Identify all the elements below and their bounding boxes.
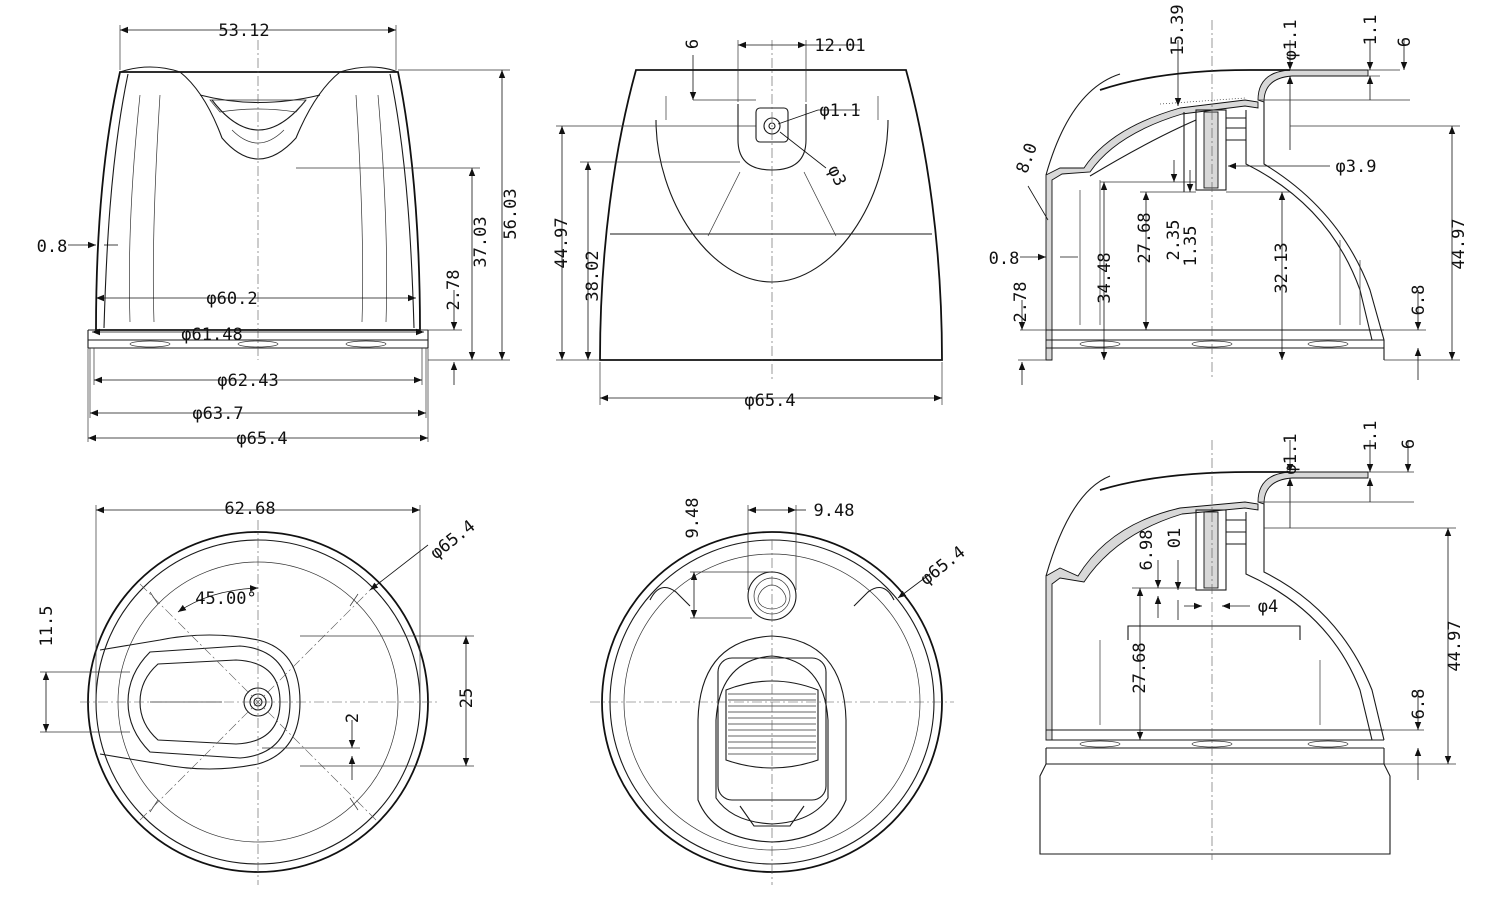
plan-view: 62.68 φ65.4 45.00° 11.5 25 2 — [37, 499, 479, 885]
plan-offset-a: 11.5 — [37, 606, 57, 647]
front-height-base: 2.78 — [444, 270, 464, 311]
plan-angle: 45.00° — [195, 589, 256, 609]
sectop-height-total: 44.97 — [1449, 218, 1469, 269]
front-top-width: 53.12 — [218, 21, 269, 41]
side-slot-offset: 6 — [683, 39, 703, 49]
sectop-height-base: 2.78 — [1011, 282, 1031, 323]
sectop-height-inner: 34.48 — [1095, 252, 1115, 303]
front-dia-outer: φ65.4 — [236, 429, 287, 449]
side-height-slot: 38.02 — [583, 250, 603, 301]
sectop-hole-dia: φ3.9 — [1336, 157, 1377, 177]
plan-offset-b: 25 — [457, 688, 477, 708]
secbot-pin-dia: φ1.1 — [1281, 434, 1301, 475]
sectop-gap-c: 2.35 — [1164, 220, 1184, 261]
plan-offset-c: 2 — [343, 713, 363, 723]
sectop-gap-b: 6 — [1395, 37, 1415, 47]
secbot-height-b: 01 — [1165, 528, 1185, 548]
side-hole-dia: φ3 — [823, 162, 850, 189]
side-dia-outer: φ65.4 — [744, 391, 795, 411]
secbot-height-total: 44.97 — [1445, 620, 1465, 671]
front-dia-base-inner: φ62.43 — [217, 371, 278, 391]
secbot-height-a: 6.98 — [1137, 530, 1157, 571]
front-view: 53.12 0.8 φ60.2 φ61.48 φ62.43 φ63.7 φ65.… — [37, 21, 521, 449]
bottom-view: 9.48 9.48 φ65.4 — [590, 498, 969, 885]
front-height-total: 56.03 — [501, 188, 521, 239]
front-dia-inner: φ60.2 — [206, 289, 257, 309]
front-dia-base: φ63.7 — [192, 404, 243, 424]
section-top-view: 8.0 15.39 φ1.1 1.1 6 φ3.9 0.8 2.78 34.48… — [989, 4, 1469, 385]
sectop-height-c: 32.13 — [1272, 242, 1292, 293]
sectop-height-rim: 6.8 — [1409, 285, 1429, 316]
front-dia-rim: φ61.48 — [181, 325, 242, 345]
front-height-slot: 37.03 — [471, 216, 491, 267]
side-view: 6 12.01 φ1.1 φ3 44.97 38.02 φ65.4 — [552, 36, 943, 411]
secbot-height-rim: 6.8 — [1409, 689, 1429, 720]
secbot-gap-b: 6 — [1399, 439, 1419, 449]
sectop-pin-dia: φ1.1 — [1281, 20, 1301, 61]
sectop-wall: 0.8 — [989, 249, 1020, 269]
sectop-height-b: 27.68 — [1135, 212, 1155, 263]
secbot-height-c: 27.68 — [1130, 642, 1150, 693]
sectop-gap-a: 1.1 — [1361, 15, 1381, 46]
plan-width: 62.68 — [224, 499, 275, 519]
bottom-width: 9.48 — [814, 501, 855, 521]
sectop-gap-d: 1.35 — [1181, 226, 1201, 267]
bottom-offset: 9.48 — [683, 498, 703, 539]
bottom-dia-outer: φ65.4 — [917, 542, 970, 589]
section-bottom-view: φ1.1 1.1 6 6.98 01 φ4 27.68 44.97 6.8 — [1039, 421, 1465, 860]
side-pin-dia: φ1.1 — [820, 101, 861, 121]
secbot-hole-dia: φ4 — [1258, 597, 1278, 617]
plan-dia-outer: φ65.4 — [427, 516, 480, 563]
sectop-angle: 8.0 — [1013, 140, 1042, 176]
side-slot-width: 12.01 — [814, 36, 865, 56]
side-height-total: 44.97 — [552, 217, 572, 268]
sectop-height-a: 15.39 — [1168, 4, 1188, 55]
front-wall: 0.8 — [37, 237, 68, 257]
secbot-gap-a: 1.1 — [1361, 421, 1381, 452]
